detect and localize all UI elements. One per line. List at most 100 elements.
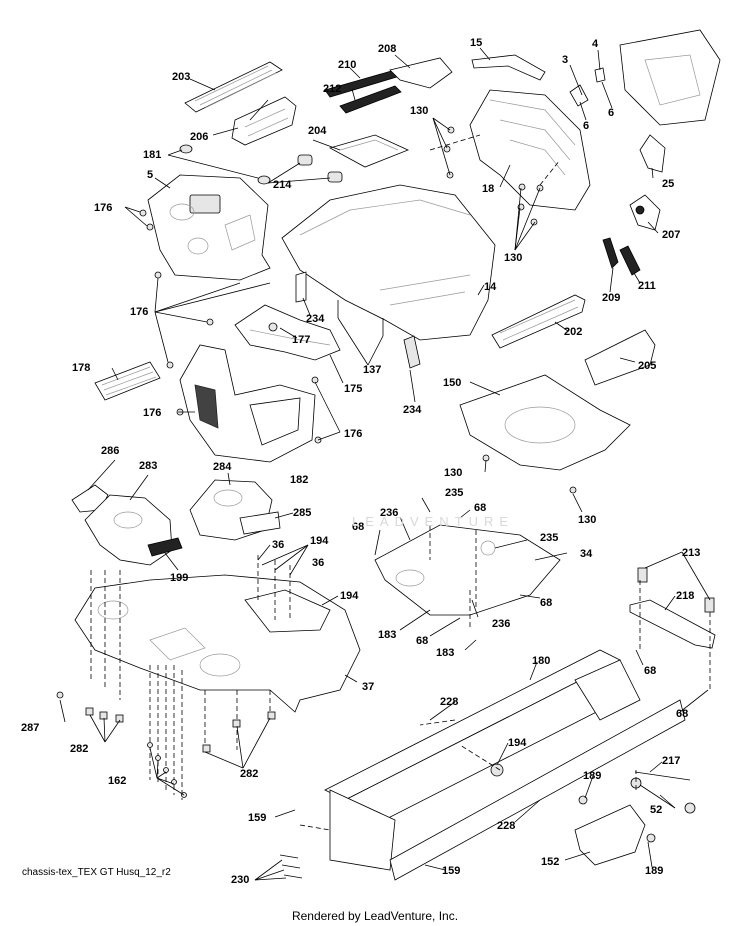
part-152-guard[interactable]	[574, 804, 646, 866]
callout-52: 52	[650, 804, 662, 816]
callout-236-a: 236	[380, 507, 398, 519]
callout-152: 152	[541, 856, 559, 868]
part-34-mounting-plate[interactable]	[374, 524, 561, 616]
callout-183-b: 183	[436, 647, 454, 659]
callout-176-d: 176	[344, 428, 362, 440]
part-4-clip[interactable]	[594, 67, 606, 83]
callout-68-f: 68	[676, 708, 688, 720]
callout-283: 283	[139, 460, 157, 472]
part-209-trim-strip[interactable]	[602, 237, 619, 269]
callout-176-a: 176	[94, 202, 112, 214]
callout-235-a: 235	[445, 487, 463, 499]
callout-189-b: 189	[645, 865, 663, 877]
callout-15: 15	[470, 37, 482, 49]
callout-177: 177	[292, 334, 310, 346]
callout-282-b: 282	[240, 768, 258, 780]
part-3-clip[interactable]	[569, 84, 589, 107]
callout-284: 284	[213, 461, 232, 473]
part-211-trim-strip[interactable]	[619, 245, 641, 276]
fastener-130-screws[interactable]	[443, 126, 577, 494]
callout-287: 287	[21, 722, 39, 734]
part-180-frame-rail[interactable]	[324, 649, 686, 881]
callout-235-b: 235	[540, 532, 558, 544]
callout-25: 25	[662, 178, 674, 190]
callout-282-a: 282	[70, 743, 88, 755]
fastener-282-clips[interactable]	[85, 707, 276, 753]
watermark: LEADVENTURE	[352, 514, 515, 529]
part-207-headlight[interactable]	[629, 194, 661, 231]
callout-68-c: 68	[540, 597, 552, 609]
part-206-bracket[interactable]	[231, 96, 297, 146]
part-25-side-bracket[interactable]	[639, 134, 666, 173]
part-217-rod[interactable]	[634, 771, 691, 781]
callout-214: 214	[273, 179, 292, 191]
part-52-bushing[interactable]	[630, 777, 696, 814]
callout-213: 213	[682, 547, 700, 559]
part-199-decal[interactable]	[147, 537, 183, 557]
callout-199: 199	[170, 572, 188, 584]
part-182-dash-housing[interactable]	[179, 344, 316, 463]
part-202-lower-grille[interactable]	[491, 294, 586, 349]
callout-6-left: 6	[583, 120, 589, 132]
callout-208: 208	[378, 43, 396, 55]
headlight-detail-inset	[619, 29, 721, 126]
callout-5: 5	[147, 169, 153, 181]
part-14-hood[interactable]	[281, 184, 496, 341]
callout-202: 202	[564, 326, 582, 338]
callout-leader-lines	[59, 47, 711, 881]
callout-234-b: 234	[403, 404, 422, 416]
callout-209: 209	[602, 292, 620, 304]
part-203-grille-insert[interactable]	[184, 61, 283, 113]
part-137-pin[interactable]	[337, 300, 384, 336]
callout-6-right: 6	[608, 107, 614, 119]
part-5-dashboard[interactable]	[147, 174, 271, 281]
callout-178: 178	[72, 362, 90, 374]
callout-230: 230	[231, 874, 249, 886]
callout-130-lower: 130	[444, 467, 462, 479]
part-204-hood-panel[interactable]	[328, 134, 410, 168]
callout-68-d: 68	[416, 635, 428, 647]
callout-206: 206	[190, 131, 208, 143]
footer-credit: Rendered by LeadVenture, Inc.	[291, 909, 459, 923]
callout-150: 150	[443, 377, 461, 389]
part-181-knob[interactable]	[179, 144, 271, 185]
part-208-headlight-bracket[interactable]	[389, 57, 453, 89]
part-15-lens-strip[interactable]	[471, 54, 546, 81]
callout-4: 4	[592, 38, 599, 50]
part-194-bushing[interactable]	[490, 763, 504, 777]
callout-194-a: 194	[310, 535, 329, 547]
part-18-grille-housing[interactable]	[469, 89, 591, 211]
part-205-bumper-cover[interactable]	[584, 329, 656, 386]
part-178-vent-grille[interactable]	[94, 361, 161, 401]
callout-181: 181	[143, 149, 161, 161]
callout-194-c: 194	[508, 737, 527, 749]
fastener-176-screws[interactable]	[139, 209, 322, 444]
callout-205: 205	[638, 360, 656, 372]
callout-14: 14	[484, 281, 497, 293]
part-177-bolt[interactable]	[268, 322, 278, 332]
part-218-bracket[interactable]	[629, 599, 716, 649]
callout-182: 182	[290, 474, 308, 486]
part-37-fender-deck[interactable]	[74, 574, 361, 713]
callout-218: 218	[676, 590, 694, 602]
callout-236-b: 236	[492, 618, 510, 630]
part-150-hood-support[interactable]	[459, 374, 631, 471]
callout-189-a: 189	[583, 770, 601, 782]
callout-34: 34	[580, 548, 593, 560]
part-213-bolt[interactable]	[637, 567, 715, 613]
part-212-grille-strip[interactable]	[339, 85, 402, 114]
part-234-foam-pad[interactable]	[295, 271, 421, 369]
part-230-bolts[interactable]	[279, 854, 303, 879]
callout-137: 137	[363, 364, 381, 376]
callout-3: 3	[562, 54, 568, 66]
callout-207: 207	[662, 229, 680, 241]
part-285-trim[interactable]	[239, 511, 281, 535]
callout-159-a: 159	[248, 812, 266, 824]
fastener-162-screws[interactable]	[147, 742, 187, 798]
fastener-287-screw[interactable]	[56, 691, 64, 699]
callout-285: 285	[293, 507, 311, 519]
callout-130-mid: 130	[504, 252, 522, 264]
callout-18: 18	[482, 183, 494, 195]
part-214-bushing[interactable]	[297, 154, 343, 183]
diagram-caption: chassis-tex_TEX GT Husq_12_r2	[22, 867, 171, 878]
